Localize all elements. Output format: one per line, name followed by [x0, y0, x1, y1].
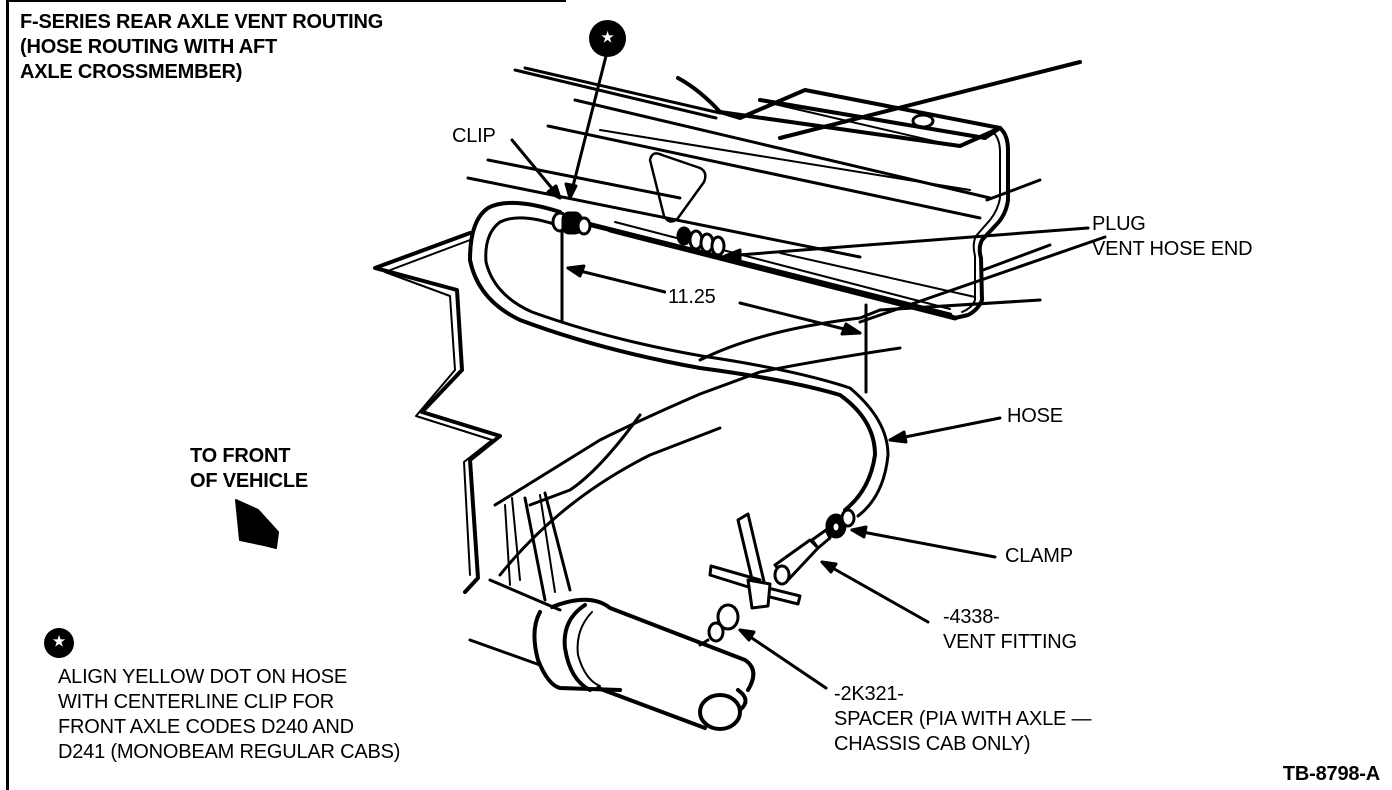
- figure-id: TB-8798-A: [1282, 763, 1380, 785]
- note-line: D241 (MONOBEAM REGULAR CABS): [58, 741, 401, 763]
- note-line: ALIGN YELLOW DOT ON HOSE: [58, 666, 347, 688]
- spacer: [698, 603, 740, 647]
- vent-hose-plug: [676, 226, 726, 257]
- vent-fitting: [773, 528, 832, 586]
- figure-title: F-SERIES REAR AXLE VENT ROUTING (HOSE RO…: [20, 10, 383, 85]
- direction-line: TO FRONT: [190, 445, 291, 467]
- axle-vent-boss: [708, 512, 802, 610]
- callout-hose: HOSE: [1007, 405, 1063, 427]
- callout-plug: PLUG VENT HOSE END: [1092, 212, 1253, 262]
- aft-axle-crossmember: [599, 60, 1107, 362]
- triangle-bracket: [648, 152, 707, 223]
- callout-line: PLUG: [1092, 213, 1146, 235]
- callout-line: SPACER (PIA WITH AXLE —: [834, 708, 1092, 730]
- frame-border-left: [6, 0, 9, 790]
- note-line: WITH CENTERLINE CLIP FOR: [58, 691, 334, 713]
- title-line: AXLE CROSSMEMBER): [20, 61, 243, 83]
- alignment-note: ALIGN YELLOW DOT ON HOSE WITH CENTERLINE…: [58, 665, 400, 765]
- callout-line: VENT FITTING: [943, 631, 1077, 653]
- star-badge-icon: ★: [44, 628, 74, 658]
- vent-hose: [468, 200, 890, 518]
- direction-label: TO FRONT OF VEHICLE: [190, 444, 308, 494]
- hose-clip: [551, 211, 592, 236]
- clamp: [825, 508, 856, 539]
- title-line: (HOSE ROUTING WITH AFT: [20, 36, 278, 58]
- axle-tube: [532, 597, 756, 731]
- callout-clip: CLIP: [452, 125, 496, 147]
- spring-mount: [468, 346, 902, 667]
- arrow-front-of-vehicle-icon: [235, 499, 279, 549]
- callout-line: -2K321-: [834, 683, 904, 705]
- callout-vent-fitting: -4338- VENT FITTING: [943, 605, 1077, 655]
- note-line: FRONT AXLE CODES D240 AND: [58, 716, 354, 738]
- callout-clamp: CLAMP: [1005, 545, 1073, 567]
- direction-line: OF VEHICLE: [190, 470, 309, 492]
- title-line: F-SERIES REAR AXLE VENT ROUTING: [20, 11, 384, 33]
- callout-spacer: -2K321- SPACER (PIA WITH AXLE — CHASSIS …: [834, 682, 1092, 757]
- left-frame-member: [373, 231, 502, 594]
- star-badge-icon: ★: [589, 20, 626, 57]
- callout-line: CHASSIS CAB ONLY): [834, 733, 1031, 755]
- callout-line: VENT HOSE END: [1092, 238, 1253, 260]
- callout-line: -4338-: [943, 606, 1000, 628]
- dimension-lines: [560, 228, 868, 394]
- frame-border-top: [6, 0, 566, 2]
- dimension-label: 11.25: [666, 285, 718, 310]
- frame-rails-upper: [466, 66, 992, 259]
- leader-lines: [510, 54, 1090, 690]
- vent-tube: [577, 219, 953, 318]
